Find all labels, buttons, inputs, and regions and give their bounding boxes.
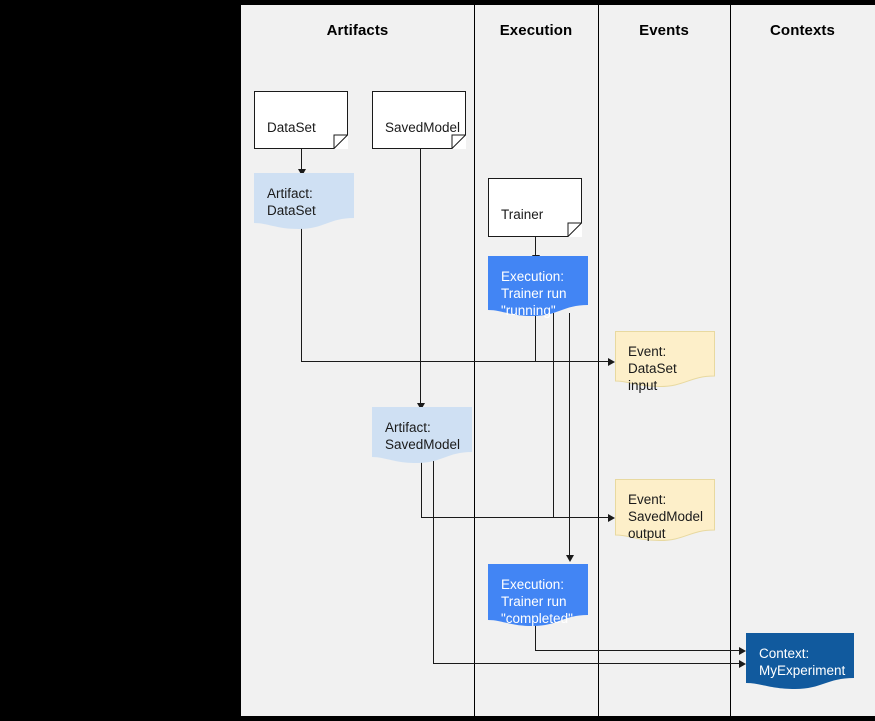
note-shape-icon bbox=[615, 331, 715, 387]
node-label: SavedModel bbox=[385, 120, 461, 135]
connector-artifact-savedmodel-to-context bbox=[433, 663, 744, 664]
note-shape-icon bbox=[615, 479, 715, 541]
document-shape-icon bbox=[372, 91, 466, 149]
node-execution-completed[interactable]: Execution: Trainer run "completed" bbox=[488, 564, 588, 626]
node-context-myexperiment[interactable]: Context: MyExperiment bbox=[746, 633, 854, 689]
swimlane-diagram: Artifacts Execution Events Contexts bbox=[241, 5, 875, 716]
node-label: Context: MyExperiment bbox=[759, 646, 846, 678]
document-shape-icon bbox=[488, 178, 582, 237]
node-savedmodel-type[interactable]: SavedModel bbox=[372, 91, 466, 149]
arrowhead-savedmodel-context bbox=[739, 660, 746, 668]
connector-savedmodel-to-artifact bbox=[420, 149, 421, 405]
node-event-dataset-input[interactable]: Event: DataSet input bbox=[615, 331, 715, 393]
arrowhead-completed-context bbox=[739, 647, 746, 655]
lane-title-events: Events bbox=[639, 22, 689, 39]
lane-title-artifacts: Artifacts bbox=[326, 22, 389, 39]
node-label: Artifact: SavedModel bbox=[385, 420, 461, 452]
lane-title-contexts: Contexts bbox=[770, 22, 835, 39]
node-event-savedmodel-output[interactable]: Event: SavedModel output bbox=[615, 479, 715, 541]
note-shape-icon bbox=[746, 633, 854, 689]
node-label: Event: DataSet input bbox=[628, 344, 677, 393]
connector-execution-completed-to-context bbox=[535, 650, 744, 651]
lane-divider-execution-events bbox=[598, 5, 599, 716]
arrowhead-savedmodel-event bbox=[608, 514, 615, 522]
lane-divider-events-contexts bbox=[730, 5, 731, 716]
note-shape-icon bbox=[254, 173, 354, 229]
node-dataset-type[interactable]: DataSet bbox=[254, 91, 348, 149]
lane-title-execution: Execution bbox=[499, 22, 573, 39]
connector-trainer-to-execution bbox=[535, 237, 536, 257]
node-execution-running[interactable]: Execution: Trainer run "running" bbox=[488, 256, 588, 318]
connector-execution-running-to-dataset-event bbox=[535, 313, 536, 362]
node-label: Execution: Trainer run "completed" bbox=[501, 577, 573, 626]
node-artifact-dataset[interactable]: Artifact: DataSet bbox=[254, 173, 354, 229]
connector-artifact-dataset-down bbox=[301, 227, 302, 362]
connector-dataset-to-artifact bbox=[301, 149, 302, 171]
connector-execution-running-to-savedmodel-event bbox=[553, 313, 554, 518]
node-label: Event: SavedModel output bbox=[628, 492, 704, 541]
node-label: Artifact: DataSet bbox=[267, 186, 316, 218]
node-label: Execution: Trainer run "running" bbox=[501, 269, 567, 318]
arrowhead-dataset-event bbox=[608, 358, 615, 366]
note-shape-icon bbox=[488, 256, 588, 316]
arrowhead-savedmodel-to-artifact bbox=[417, 403, 425, 410]
connector-execution-running-to-completed bbox=[569, 313, 570, 557]
connector-artifact-savedmodel-to-event bbox=[421, 517, 613, 518]
node-artifact-savedmodel[interactable]: Artifact: SavedModel bbox=[372, 407, 472, 463]
arrowhead-running-to-completed bbox=[566, 555, 574, 562]
note-shape-icon bbox=[488, 564, 588, 626]
lane-divider-artifacts-execution bbox=[474, 5, 475, 716]
connector-artifact-savedmodel-down-a bbox=[421, 460, 422, 518]
arrowhead-dataset-to-artifact bbox=[298, 169, 306, 176]
node-label: DataSet bbox=[267, 120, 316, 135]
document-shape-icon bbox=[254, 91, 348, 149]
connector-artifact-dataset-to-event bbox=[301, 361, 613, 362]
node-label: Trainer bbox=[501, 207, 544, 222]
connector-execution-completed-down bbox=[535, 625, 536, 651]
connector-artifact-savedmodel-down-b bbox=[433, 460, 434, 664]
note-shape-icon bbox=[372, 407, 472, 463]
node-trainer-type[interactable]: Trainer bbox=[488, 178, 582, 237]
